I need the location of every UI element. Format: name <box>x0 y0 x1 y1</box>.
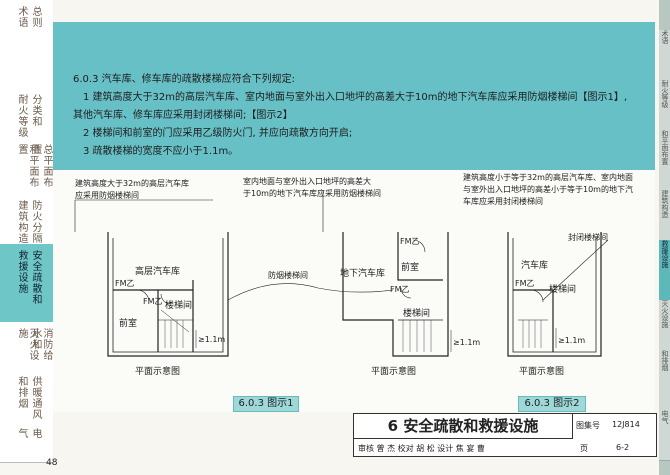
left-tab-label2: 气 <box>16 428 27 439</box>
clause-item2: 2 楼梯间和前室的门应采用乙级防火门, 并应向疏散方向开启; <box>83 128 353 139</box>
diagram1b-plan <box>342 232 452 357</box>
d1b-room-stair: 楼梯间 <box>403 309 431 319</box>
right-tab[interactable]: 救援设施 <box>659 240 670 301</box>
left-tab-electrical[interactable]: 气电 <box>0 422 53 463</box>
d2-note-line1: 建筑高度小于等于32m的高层汽车库、室内地面 <box>463 173 633 182</box>
atlas-number: 12J814 <box>612 420 640 429</box>
left-tab-label2: 和排烟 <box>16 376 27 409</box>
right-tab[interactable]: 术语 <box>659 30 670 81</box>
left-tab-general[interactable]: 术语总则 <box>0 0 53 89</box>
d2-note-line3: 车库应采用封闭楼梯间 <box>463 197 543 206</box>
d2-room-main: 汽车库 <box>521 261 549 271</box>
caption-figure1: 6.0.3 图示1 <box>233 396 299 412</box>
d1b-room-front: 前室 <box>401 263 420 273</box>
drawing-area: 建筑高度大于32m的高层汽车库 应采用防烟楼梯间 高层汽车库 楼梯间 前室 FM… <box>53 170 655 412</box>
left-tab-classification[interactable]: 耐火等级分类和 <box>0 88 53 139</box>
right-tab[interactable]: 耐火等级 <box>659 80 670 131</box>
left-tab-hvac[interactable]: 和排烟供暖通风 <box>0 370 53 423</box>
d1b-dim: ≥1.1m <box>453 338 481 347</box>
d1-door-tag1: FM乙 <box>115 279 135 288</box>
d2-leader-label: 封闭楼梯间 <box>568 233 608 242</box>
left-tab-label2: 和平面布置 <box>16 144 38 188</box>
right-tab[interactable]: 电气 <box>659 410 670 461</box>
left-tab-label1: 消防给水和 <box>30 328 52 361</box>
left-tab-label1: 安全疏散和 <box>30 250 41 305</box>
left-tab-label1: 总则 <box>30 6 41 28</box>
d1b-door-tag2: FM乙 <box>390 285 410 294</box>
d1-note-line1: 建筑高度大于32m的高层汽车库 <box>75 179 189 188</box>
d2-note-line2: 与室外出入口地坪的高差小于等于10m的地下汽 <box>463 185 633 194</box>
right-tab-strip: 术语耐火等级和平面布置建筑构造救援设施灭火设施和排烟电气 <box>659 0 670 475</box>
left-tab-fire-water[interactable]: 灭火设施消防给水和 <box>0 322 53 371</box>
d1-room-front: 前室 <box>119 319 138 329</box>
signature-row: 审核 曾 杰 校对 胡 松 设计 焦 宴 曹 <box>358 444 485 453</box>
center-note-line2: 于10m的地下汽车库应采用防烟楼梯间 <box>243 189 381 198</box>
page-label: 页 <box>580 444 588 453</box>
caption-figure2: 6.0.3 图示2 <box>518 396 586 412</box>
clause-panel: 6.0.3 汽车库、修车库的疏散楼梯应符合下列规定: 1 建筑高度大于32m的高… <box>53 22 655 170</box>
clause-item1b: 其他汽车库、修车库应采用封闭楼梯间;【图示2】 <box>73 110 293 121</box>
center-note-line1: 室内地面与室外出入口地坪的高差大 <box>243 177 371 186</box>
d1-room-stair: 楼梯间 <box>165 301 193 311</box>
d2-door-tag: FM乙 <box>515 279 535 288</box>
d1b-door-tag1: FM乙 <box>400 237 420 246</box>
clause-item1a: 1 建筑高度大于32m的高层汽车库、室内地面与室外出入口地坪的高差大于10m的地… <box>83 92 628 103</box>
left-tab-label2: 救援设施 <box>16 250 27 294</box>
right-tab[interactable]: 和排烟 <box>659 350 670 411</box>
d1-room-main: 高层汽车库 <box>135 267 181 277</box>
d2-plan-label: 平面示意图 <box>519 367 565 377</box>
d1-plan-label: 平面示意图 <box>135 367 181 377</box>
d1-door-tag2: FM乙 <box>143 297 163 306</box>
d1-dim: ≥1.1m <box>198 335 226 344</box>
section-title: 6 安全疏散和救援设施 <box>354 414 573 439</box>
page-code: 6-2 <box>616 443 630 452</box>
left-tab-layout[interactable]: 和平面布置总平面布置 <box>0 138 53 195</box>
d1b-room-main: 地下汽车库 <box>340 269 386 279</box>
center-leader-label: 防烟楼梯间 <box>268 271 308 280</box>
d1-note-line2: 应采用防烟楼梯间 <box>75 191 139 200</box>
left-tab-label2: 耐火等级 <box>16 94 27 138</box>
left-tab-label2: 灭火设施 <box>16 328 38 361</box>
left-tab-construction[interactable]: 建筑构造防火分隔 <box>0 194 53 245</box>
d2-room-stair: 楼梯间 <box>549 285 577 295</box>
clause-heading: 6.0.3 汽车库、修车库的疏散楼梯应符合下列规定: <box>73 74 295 85</box>
page-number: 48 <box>46 458 58 468</box>
right-tab[interactable]: 灭火设施 <box>659 300 670 351</box>
title-block: 6 安全疏散和救援设施 图集号 12J814 审核 曾 杰 校对 胡 松 设计 … <box>353 413 657 457</box>
diagram1-plan <box>107 232 229 357</box>
left-tab-label1: 总平面布置 <box>30 144 52 188</box>
atlas-label: 图集号 <box>576 421 600 430</box>
diagram2-plan <box>507 232 602 357</box>
d2-dim: ≥1.1m <box>558 336 586 345</box>
left-tab-label1: 防火分隔 <box>30 200 41 244</box>
left-tab-label1: 分类和 <box>30 94 41 127</box>
left-tab-evacuation[interactable]: 救援设施安全疏散和 <box>0 244 53 323</box>
right-tab[interactable]: 和平面布置 <box>659 130 670 191</box>
right-tab[interactable]: 建筑构造 <box>659 190 670 241</box>
clause-item3: 3 疏散楼梯的宽度不应小于1.1m。 <box>83 146 239 157</box>
plan-drawings <box>74 190 609 357</box>
left-tab-label2: 术语 <box>16 6 27 28</box>
left-tab-label1: 电 <box>30 428 41 439</box>
d1b-plan-label: 平面示意图 <box>371 367 417 377</box>
left-tab-label2: 建筑构造 <box>16 200 27 244</box>
left-tab-label1: 供暖通风 <box>30 376 41 420</box>
